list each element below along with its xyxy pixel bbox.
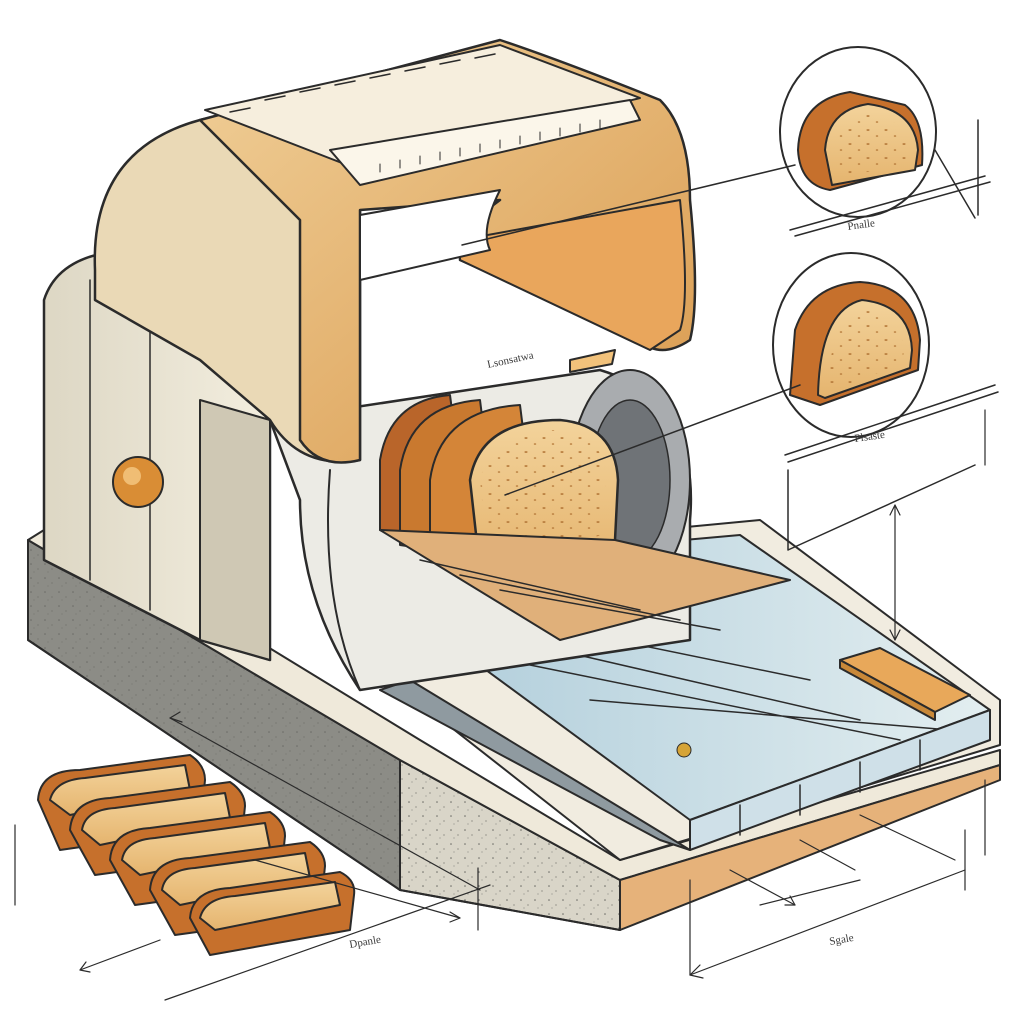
scale-caption: Sgale [828,932,854,948]
inset-middle [504,252,999,551]
inset-top-label: Pnalle [847,217,876,233]
inset-top [461,46,991,246]
upper-hood [93,38,697,464]
machine-plate-label: Lsonsatwa [486,349,535,371]
dimension-lines [14,409,986,1001]
loaf-slices-on-tray [379,394,791,641]
slide-block [839,647,971,721]
base-slab [27,519,1001,931]
inset-middle-label: Plsaste [854,429,886,445]
slices-caption: Dpanle [348,934,381,951]
loose-bread-slices [37,754,356,956]
